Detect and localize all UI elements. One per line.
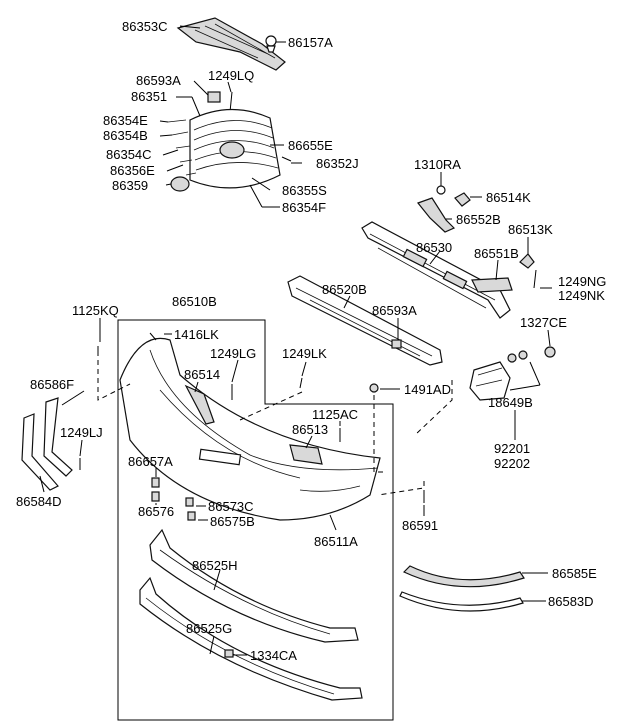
label-86514: 86514 <box>184 367 220 382</box>
label-86593a-top: 86593A <box>136 73 181 88</box>
label-92202: 92202 <box>494 456 530 471</box>
clip-86593a-top-part <box>207 91 221 103</box>
label-86591: 86591 <box>402 518 438 533</box>
label-86655e: 86655E <box>288 138 333 153</box>
label-86584d: 86584D <box>16 494 62 509</box>
bumper-assembly-box <box>117 319 394 721</box>
stay-bracket-86552b-part <box>417 185 471 233</box>
label-86354c: 86354C <box>106 147 152 162</box>
energy-absorber-part <box>287 275 443 366</box>
guide-1491ad <box>373 395 385 473</box>
label-86356e: 86356E <box>110 163 155 178</box>
clip-86157a-part <box>265 35 277 53</box>
lower-spoiler-86525g-part <box>139 576 363 701</box>
label-1249nk: 1249NK <box>558 288 605 303</box>
label-86586f: 86586F <box>30 377 74 392</box>
molding-86585e-part <box>402 565 525 588</box>
side-molding-part <box>21 397 81 491</box>
guide-86591 <box>377 481 425 496</box>
label-1249lk: 1249LK <box>282 346 327 361</box>
label-92201: 92201 <box>494 441 530 456</box>
label-86525h: 86525H <box>192 558 238 573</box>
label-86530: 86530 <box>416 240 452 255</box>
label-86525g: 86525G <box>186 621 232 636</box>
label-86657a: 86657A <box>128 454 173 469</box>
label-86575b: 86575B <box>210 514 255 529</box>
label-1125kq: 1125KQ <box>72 303 119 318</box>
label-18649b: 18649B <box>488 395 533 410</box>
label-86593a-mid: 86593A <box>372 303 417 318</box>
guide-1125kq <box>97 360 131 401</box>
screw-1416lk-part <box>149 332 157 341</box>
bracket-86551b-part <box>471 253 537 293</box>
grille-upper-bracket-part <box>176 17 286 71</box>
bracket-86514-part <box>184 384 215 425</box>
label-86573c: 86573C <box>208 499 254 514</box>
label-1125ac: 1125AC <box>312 407 358 422</box>
label-86552b: 86552B <box>456 212 501 227</box>
label-86514k: 86514K <box>486 190 531 205</box>
screw-1249lk-part <box>299 377 303 389</box>
clip-86576-part <box>151 491 160 502</box>
screw-86352j-part <box>281 156 292 162</box>
label-1249lq: 1249LQ <box>208 68 254 83</box>
label-86585e: 86585E <box>552 566 597 581</box>
label-86355s: 86355S <box>282 183 327 198</box>
guide-1249lk <box>239 391 303 421</box>
label-86551b: 86551B <box>474 246 519 261</box>
clip-86575b-part <box>187 511 196 521</box>
part-labels: 86353C 86157A 86593A 1249LQ 86351 86354E… <box>16 19 606 663</box>
emblem-86359-part <box>170 176 190 192</box>
lower-lip-86525h-part <box>149 528 359 643</box>
label-86576: 86576 <box>138 504 174 519</box>
screw-1249lq-part <box>229 91 233 113</box>
label-1249ng: 1249NG <box>558 274 606 289</box>
label-1334ca: 1334CA <box>250 648 297 663</box>
label-86511a: 86511A <box>314 534 358 549</box>
label-86513k: 86513K <box>508 222 553 237</box>
label-86353c: 86353C <box>122 19 168 34</box>
label-1249lg: 1249LG <box>210 346 256 361</box>
label-86513: 86513 <box>292 422 328 437</box>
label-86352j: 86352J <box>316 156 359 171</box>
leader-lines <box>39 25 552 656</box>
label-86354e: 86354E <box>103 113 148 128</box>
label-86354b: 86354B <box>103 128 148 143</box>
molding-86583d-part <box>399 591 524 612</box>
label-1491ad: 1491AD <box>404 382 451 397</box>
label-1310ra: 1310RA <box>414 157 461 172</box>
fog-lamp-18649b-part <box>469 346 556 401</box>
grille-strips-part <box>167 119 197 176</box>
label-1416lk: 1416LK <box>174 327 219 342</box>
back-beam-86530-part <box>361 221 511 319</box>
bumper-cover-86511a-part <box>119 337 381 521</box>
clip-86573c-part <box>185 497 194 507</box>
label-1249lj: 1249LJ <box>60 425 103 440</box>
radiator-grille-part <box>189 108 281 189</box>
label-1327ce: 1327CE <box>520 315 567 330</box>
label-86520b: 86520B <box>322 282 367 297</box>
label-86157a: 86157A <box>288 35 333 50</box>
clip-1491ad-part <box>369 383 379 393</box>
label-86510b: 86510B <box>172 294 217 309</box>
label-86583d: 86583D <box>548 594 594 609</box>
guide-fog-lamp <box>414 380 453 436</box>
clip-86657a-part <box>151 477 160 488</box>
label-86354f: 86354F <box>282 200 326 215</box>
bracket-86513-part <box>289 444 323 465</box>
label-86351: 86351 <box>131 89 167 104</box>
label-86359: 86359 <box>112 178 148 193</box>
